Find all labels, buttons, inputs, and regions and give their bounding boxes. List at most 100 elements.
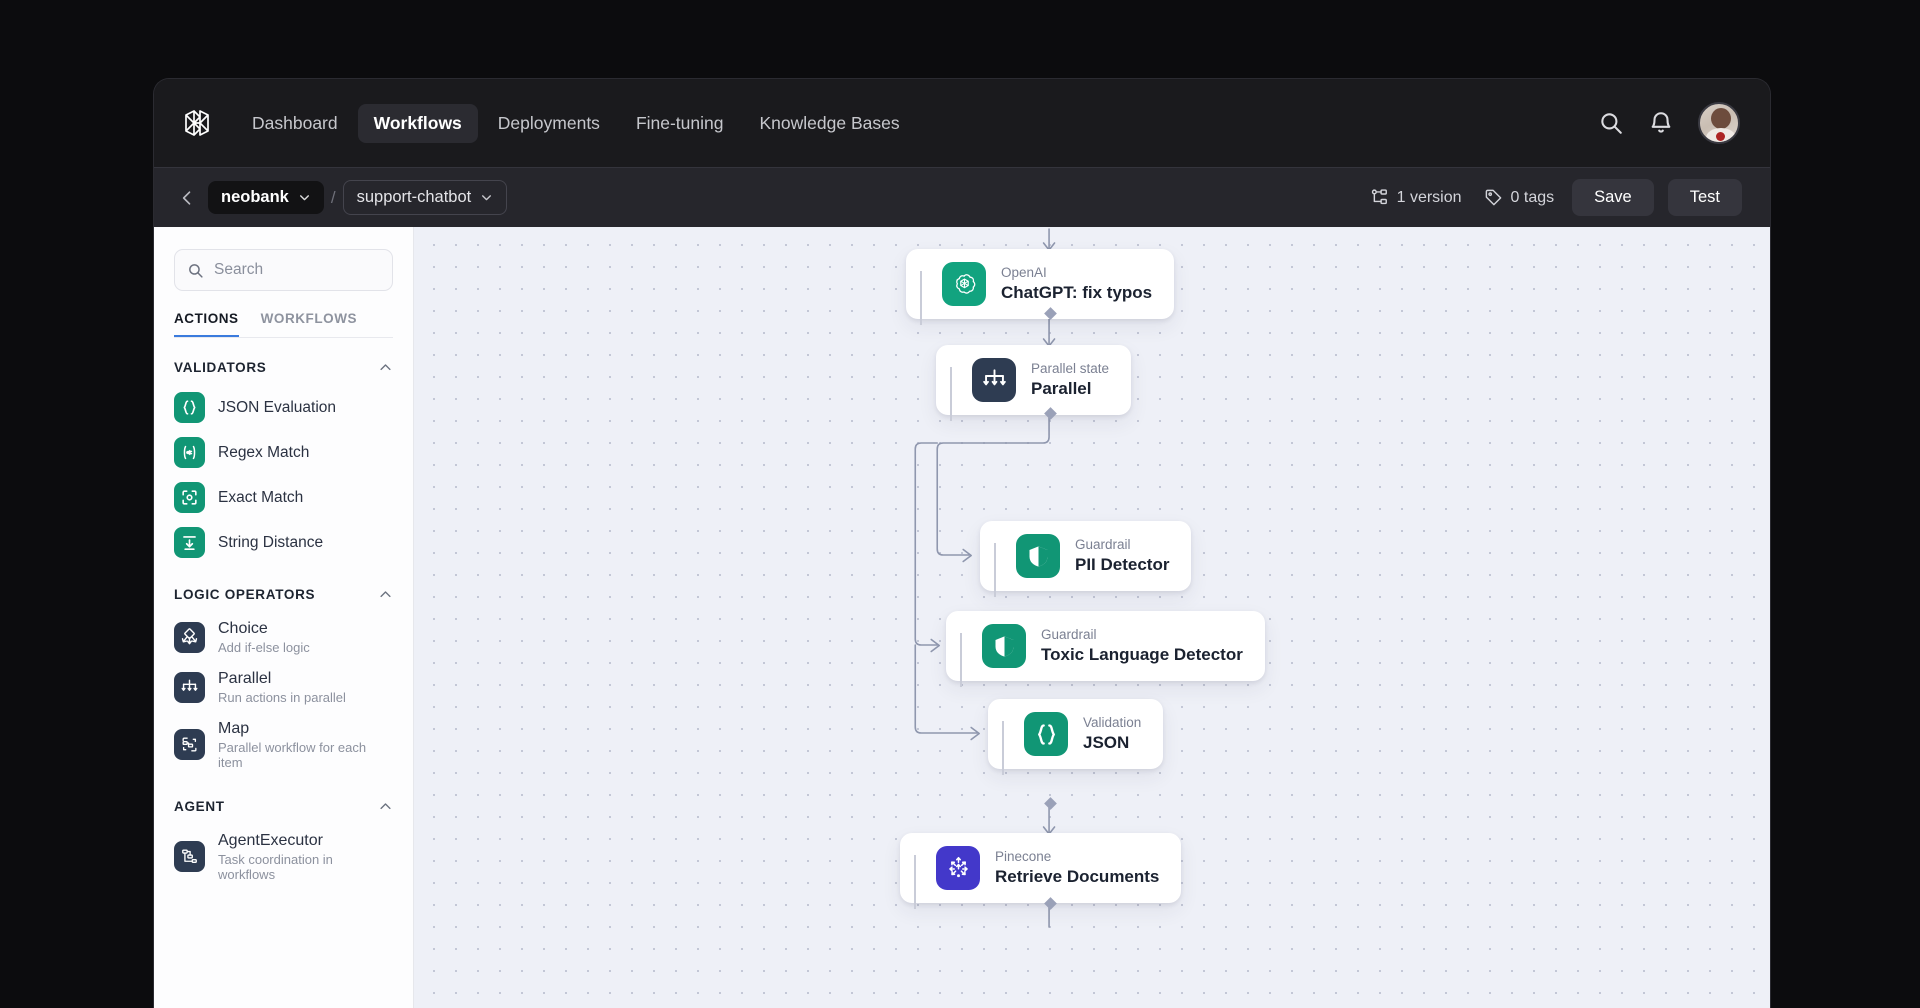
palette-item-json-evaluation[interactable]: JSON Evaluation [174,385,393,430]
drag-handle-icon[interactable] [994,542,1005,597]
curly-braces-icon [174,392,205,423]
palette-item-label: Choice [218,620,268,637]
nav-item-dashboard[interactable]: Dashboard [252,112,338,133]
brand-logo-icon[interactable] [180,106,214,140]
openai-logo-icon [942,262,986,306]
node-subtitle: Validation [1083,714,1142,730]
section-title-agent: AGENT [174,799,225,814]
palette-item-choice[interactable]: Choice Add if-else logic [174,612,393,662]
search-input[interactable] [214,261,380,279]
node-subtitle: Pinecone [995,848,1052,864]
avatar-accent [1716,132,1725,141]
arrow-to-line-icon [174,527,205,558]
bell-icon[interactable] [1648,110,1674,136]
breadcrumb-workspace-label: neobank [221,188,289,206]
section-title-logic-operators: LOGIC OPERATORS [174,587,316,602]
nav-item-deployments[interactable]: Deployments [497,112,600,133]
palette-item-string-distance[interactable]: String Distance [174,520,393,565]
palette-item-description: Task coordination in workflows [218,852,333,882]
tags-label: 0 tags [1510,188,1555,206]
top-navigation-bar: Dashboard Workflows Deployments Fine-tun… [154,79,1770,167]
palette-item-label: String Distance [218,533,324,551]
test-button[interactable]: Test [1667,179,1742,216]
node-palette-sidebar: ACTIONS WORKFLOWS VALIDATORS JSON Evalua… [154,227,414,1008]
nav-item-workflows[interactable]: Workflows [357,103,478,143]
palette-item-label: Parallel [218,670,272,687]
palette-tabs: ACTIONS WORKFLOWS [174,311,393,338]
breadcrumb-workspace[interactable]: neobank [208,181,324,214]
avatar[interactable] [1698,102,1740,144]
search-icon[interactable] [1598,110,1624,136]
nav-item-list: Dashboard Workflows Deployments Fine-tun… [236,103,916,143]
top-navigation-actions [1598,102,1740,144]
workflow-node-toxic-language-detector[interactable]: Guardrail Toxic Language Detector [946,611,1265,687]
nav-item-fine-tuning[interactable]: Fine-tuning [635,112,724,133]
tags-chip[interactable]: 0 tags [1480,184,1559,211]
curly-braces-icon [1024,712,1068,756]
workflow-toolbar-actions: 1 version 0 tags Save Test [1366,179,1742,216]
shield-icon [982,624,1026,668]
palette-item-label: AgentExecutor [218,832,323,849]
node-title: PII Detector [1075,555,1170,575]
chevron-up-icon [380,591,391,598]
chevron-down-icon [482,195,492,201]
drag-handle-icon[interactable] [1002,720,1013,775]
node-title: Parallel [1031,379,1092,399]
tab-workflows[interactable]: WORKFLOWS [260,311,358,326]
drag-handle-icon[interactable] [960,632,971,687]
tag-icon [1485,189,1501,206]
parallel-branch-icon [174,671,205,703]
palette-item-map[interactable]: Map Parallel workflow for each item [174,712,393,777]
version-label: 1 version [1396,188,1462,206]
palette-item-parallel[interactable]: Parallel Run actions in parallel [174,662,393,712]
palette-item-label: Regex Match [218,443,310,461]
pinecone-logo-icon [936,846,980,890]
back-button[interactable] [172,183,202,213]
shield-icon [1016,534,1060,578]
workflow-node-openai[interactable]: OpenAI ChatGPT: fix typos [906,249,1175,325]
palette-item-label: Map [218,720,250,737]
drag-handle-icon[interactable] [920,270,931,325]
section-header-logic-operators[interactable]: LOGIC OPERATORS [174,587,393,602]
node-title: JSON [1083,733,1130,753]
workflow-node-parallel[interactable]: Parallel state Parallel [936,345,1132,421]
tab-actions[interactable]: ACTIONS [174,311,239,337]
search-icon [189,263,203,278]
nav-item-knowledge-bases[interactable]: Knowledge Bases [759,112,900,133]
target-frame-icon [174,482,205,513]
version-chip[interactable]: 1 version [1366,184,1466,211]
section-title-validators: VALIDATORS [174,360,267,375]
node-title: Toxic Language Detector [1041,645,1243,665]
breadcrumb-project[interactable]: support-chatbot [342,180,508,215]
chevron-down-icon [299,195,309,201]
section-header-validators[interactable]: VALIDATORS [174,360,393,375]
palette-search[interactable] [174,249,393,291]
palette-item-regex-match[interactable]: Regex Match [174,430,393,475]
node-subtitle: Guardrail [1041,626,1097,642]
workflow-node-json-validation[interactable]: Validation JSON [988,699,1164,775]
save-button[interactable]: Save [1572,179,1654,216]
workspace-body: ACTIONS WORKFLOWS VALIDATORS JSON Evalua… [154,227,1770,1008]
node-title: ChatGPT: fix typos [1001,283,1153,303]
agent-nodes-icon [174,841,205,872]
breadcrumb-separator: / [330,187,336,207]
workflow-canvas[interactable]: OpenAI ChatGPT: fix typos Parallel state… [414,227,1770,1008]
regex-icon [174,437,205,468]
workflow-node-pii-detector[interactable]: Guardrail PII Detector [980,521,1192,597]
breadcrumb-toolbar: neobank / support-chatbot 1 version 0 ta… [154,167,1770,227]
drag-handle-icon[interactable] [914,854,925,909]
drag-handle-icon[interactable] [950,366,961,421]
map-loop-icon [174,729,205,760]
palette-item-label: Exact Match [218,488,304,506]
chevron-up-icon [380,803,391,810]
palette-item-agentexecutor[interactable]: AgentExecutor Task coordination in workf… [174,824,393,889]
section-header-agent[interactable]: AGENT [174,799,393,814]
breadcrumb-project-label: support-chatbot [356,188,472,206]
palette-item-exact-match[interactable]: Exact Match [174,475,393,520]
node-subtitle: Parallel state [1031,360,1110,376]
chevron-left-icon [182,190,191,205]
version-branch-icon [1371,189,1387,205]
node-subtitle: OpenAI [1001,264,1047,280]
palette-item-description: Add if-else logic [218,640,310,655]
workflow-node-pinecone[interactable]: Pinecone Retrieve Documents [900,833,1182,909]
